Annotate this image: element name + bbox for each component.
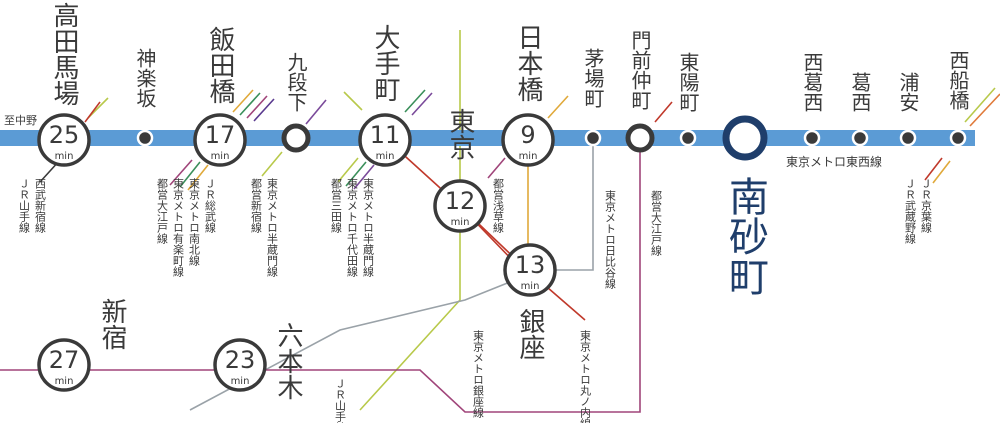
transfer-label: 東京メトロ日比谷線 [604, 190, 617, 289]
badge-minutes: 11 [370, 121, 401, 149]
station-name-nihonbashi: 日本橋 [513, 24, 543, 102]
badge-nihonbashi[interactable]: 9 min [501, 113, 555, 167]
badge-iidabashi[interactable]: 17 min [193, 113, 247, 167]
yamanote-line [359, 30, 461, 411]
transfer-label: 東京メトロ銀座線 [472, 330, 485, 418]
station-ring-kudanshita[interactable] [281, 123, 311, 153]
transfer-label: 東京メトロ半蔵門線 [362, 178, 375, 277]
badge-minutes: 17 [205, 121, 236, 149]
station-name-toyocho: 東陽町 [676, 52, 700, 112]
hibiya-line [189, 138, 594, 411]
station-dot-toyocho[interactable] [679, 129, 697, 147]
badge-unit: min [376, 151, 395, 162]
badge-unit: min [521, 281, 540, 292]
badge-tokyo[interactable]: 12 min [433, 179, 487, 233]
station-dot-kasai[interactable] [851, 129, 869, 147]
transfer-ticks [39, 87, 1000, 191]
badge-otemachi[interactable]: 11 min [358, 113, 412, 167]
transfer-labels: 西武新宿線 ＪＲ山手線 ＪＲ総武線 東京メトロ南北線 東京メトロ有楽町線 都営大… [18, 178, 933, 423]
station-name-tokyo: 東京 [445, 108, 475, 160]
station-name-iidabashi: 飯田橋 [205, 26, 235, 104]
station-name-shinjuku: 新宿 [97, 298, 127, 350]
station-name-nishikasai: 西葛西 [800, 52, 824, 112]
badge-unit: min [55, 151, 74, 162]
badge-unit: min [55, 376, 74, 387]
badge-unit: min [211, 151, 230, 162]
badge-minutes: 23 [225, 346, 256, 374]
station-ring-monzennakacho[interactable] [625, 123, 655, 153]
station-dot-nishikasai[interactable] [803, 129, 821, 147]
badge-minutes: 25 [49, 121, 80, 149]
transfer-label: 都営新宿線 [250, 178, 263, 233]
destination-ring[interactable] [722, 115, 768, 161]
station-name-urayasu: 浦安 [896, 72, 920, 112]
badge-minutes: 9 [520, 121, 535, 149]
transfer-label: 東京メトロ半蔵門線 [266, 178, 279, 277]
transfer-label: ＪＲ武蔵野線 [904, 178, 917, 244]
transfer-label: ＪＲ総武線 [204, 178, 217, 233]
station-name-ginza: 銀座 [515, 308, 545, 360]
origin-line-label: 至中野 [4, 114, 37, 127]
station-name-takadanobaba: 高田馬場 [49, 2, 79, 106]
badge-minutes: 27 [49, 346, 80, 374]
station-dot-urayasu[interactable] [899, 129, 917, 147]
station-name-nishifunabashi: 西船橋 [946, 50, 970, 111]
station-name-monzennakacho: 門前仲町 [628, 30, 652, 110]
minute-badges: 25 min 17 min 11 min 9 min 12 min 13 min [37, 113, 557, 392]
station-names: 高田馬場 神楽坂 飯田橋 九段下 大手町 東京 日本橋 茅場町 門前仲町 東陽町… [49, 2, 970, 400]
tozai-line-label: 東京メトロ東西線 [786, 154, 882, 169]
station-name-kagurazaka: 神楽坂 [133, 48, 157, 108]
badge-unit: min [451, 217, 470, 228]
transfer-label: ＪＲ山手線 [18, 178, 31, 233]
badge-roppongi[interactable]: 23 min [213, 338, 267, 392]
transfer-label: 東京メトロ有楽町線 [172, 178, 185, 277]
transfer-label: 都営三田線 [330, 178, 343, 233]
badge-unit: min [231, 376, 250, 387]
badge-unit: min [519, 151, 538, 162]
transfer-label: 都営大江戸線 [650, 190, 663, 256]
station-name-otemachi: 大手町 [370, 24, 400, 102]
transfer-label: 東京メトロ丸ノ内線 [579, 330, 592, 423]
transfer-label: 都営浅草線 [492, 178, 505, 233]
badge-minutes: 12 [445, 187, 476, 215]
badge-shinjuku[interactable]: 27 min [37, 338, 91, 392]
station-dot-nishifunabashi[interactable] [949, 129, 967, 147]
badge-minutes: 13 [515, 251, 546, 279]
transfer-label: 西武新宿線 [34, 178, 47, 233]
transfer-label: 都営大江戸線 [156, 178, 169, 244]
transfer-label: ＪＲ山手線 [334, 378, 347, 423]
station-name-kudanshita: 九段下 [284, 52, 308, 112]
station-name-roppongi: 六本木 [273, 322, 303, 400]
station-name-kayabacho: 茅場町 [581, 48, 605, 108]
badge-takadanobaba[interactable]: 25 min [37, 113, 91, 167]
marunouchi-line [384, 137, 586, 321]
transfer-label: ＪＲ京葉線 [920, 178, 933, 233]
station-dots [136, 129, 967, 147]
station-dot-kayabacho[interactable] [584, 129, 602, 147]
transfer-label: 東京メトロ千代田線 [346, 178, 359, 277]
transfer-label: 東京メトロ南北線 [188, 178, 201, 266]
destination-name: 南砂町 [722, 176, 769, 296]
station-name-kasai: 葛西 [848, 72, 872, 112]
oedo-line [0, 138, 641, 413]
badge-ginza[interactable]: 13 min [503, 243, 557, 297]
station-dot-kagurazaka[interactable] [136, 129, 154, 147]
